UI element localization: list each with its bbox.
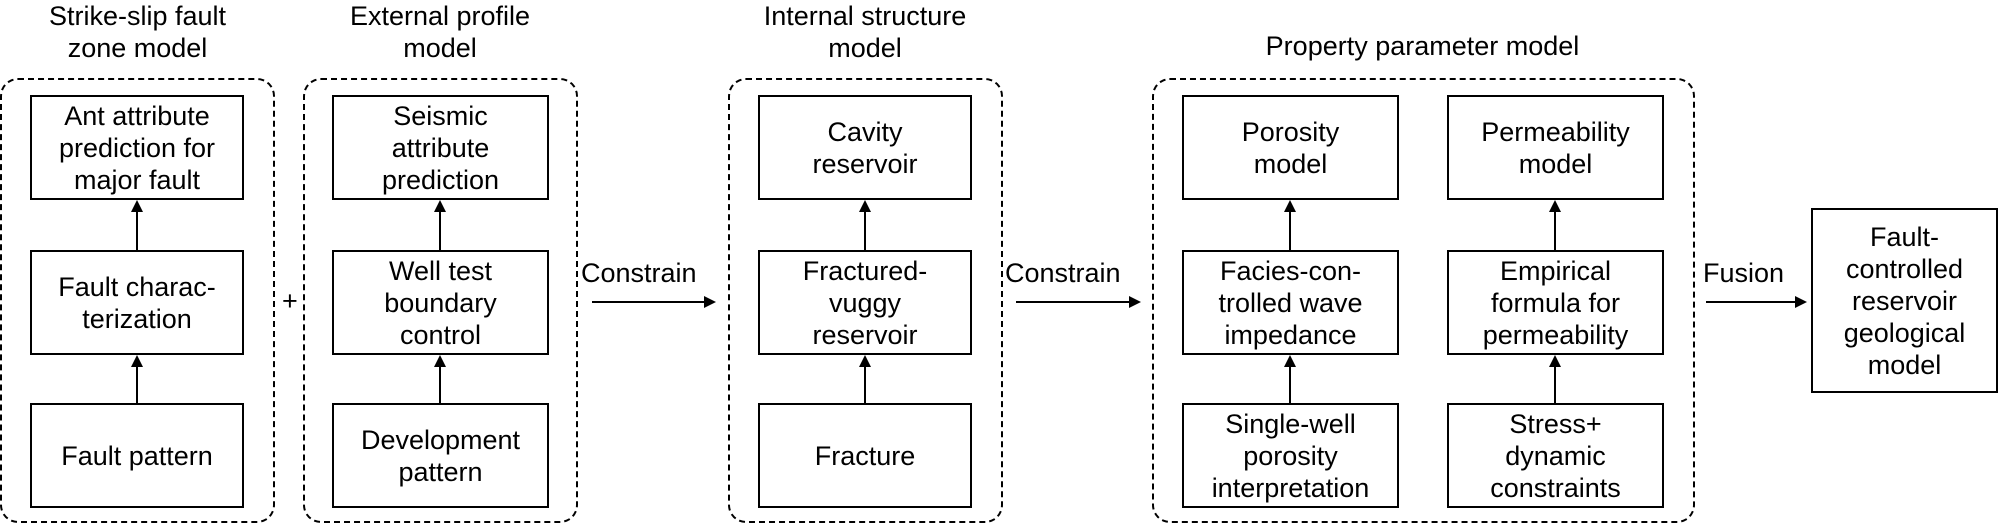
group-external-profile: [303, 78, 578, 523]
box-cavity-reservoir: Cavity reservoir: [758, 95, 972, 200]
box-facies-controlled-wave-impedance: Facies-con- trolled wave impedance: [1182, 250, 1399, 355]
group-property-parameter: [1152, 78, 1695, 523]
group-title-internal-structure: Internal structure model: [763, 1, 967, 63]
box-permeability-model: Permeability model: [1447, 95, 1664, 200]
box-seismic-attribute-prediction: Seismic attribute prediction: [332, 95, 549, 200]
box-fault-controlled-reservoir-model: Fault- controlled reservoir geological m…: [1811, 208, 1998, 393]
group-strike-slip: [0, 78, 275, 523]
box-well-test-boundary-control: Well test boundary control: [332, 250, 549, 355]
constrain-label-2: Constrain: [1005, 258, 1121, 288]
box-fractured-vuggy-reservoir: Fractured- vuggy reservoir: [758, 250, 972, 355]
fusion-label: Fusion: [1703, 258, 1785, 288]
box-empirical-formula-permeability: Empirical formula for permeability: [1447, 250, 1664, 355]
group-title-property-parameter: Property parameter model: [1265, 31, 1580, 61]
group-internal-structure: [728, 78, 1003, 523]
constrain-label-1: Constrain: [581, 258, 697, 288]
box-single-well-porosity-interpretation: Single-well porosity interpretation: [1182, 403, 1399, 508]
box-fault-pattern: Fault pattern: [30, 403, 244, 508]
box-fracture: Fracture: [758, 403, 972, 508]
box-ant-attribute-prediction: Ant attribute prediction for major fault: [30, 95, 244, 200]
box-fault-characterization: Fault charac- terization: [30, 250, 244, 355]
box-stress-dynamic-constraints: Stress+ dynamic constraints: [1447, 403, 1664, 508]
box-development-pattern: Development pattern: [332, 403, 549, 508]
group-title-external-profile: External profile model: [349, 1, 531, 63]
plus-sign: +: [282, 286, 298, 316]
group-title-strike-slip: Strike-slip fault zone model: [48, 1, 227, 63]
box-porosity-model: Porosity model: [1182, 95, 1399, 200]
